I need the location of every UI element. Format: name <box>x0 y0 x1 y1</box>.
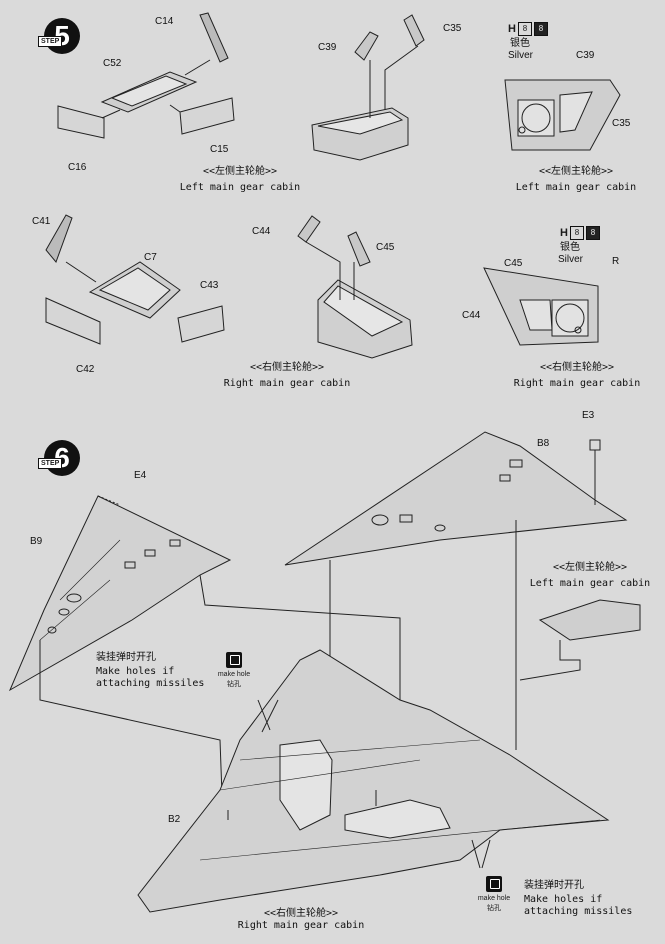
caption-right-cabin-en-2: Right main gear cabin <box>513 378 641 389</box>
part-label-e3: E3 <box>582 410 595 421</box>
paint-name-cn-left: 银色 <box>510 38 530 49</box>
part-label-b8: B8 <box>537 438 550 449</box>
side-indicator: R <box>612 256 620 267</box>
detail-part-label-c45: C45 <box>504 258 523 269</box>
part-label-b9: B9 <box>30 536 43 547</box>
paint-code-box: 8 <box>569 226 584 240</box>
paint-code-box: 8 <box>517 22 532 36</box>
part-label-c35: C35 <box>443 23 462 34</box>
left-cabin-exploded <box>57 12 235 139</box>
part-label-c41: C41 <box>32 216 51 227</box>
paint-letter: H <box>508 23 516 35</box>
caption-step6-left-cabin-en: Left main gear cabin <box>529 578 651 589</box>
part-label-c39: C39 <box>318 42 337 53</box>
left-cabin-box <box>311 14 425 161</box>
caption-left-cabin-en: Left main gear cabin <box>179 182 301 193</box>
part-label-c44: C44 <box>252 226 271 237</box>
left-cabin-detail <box>504 79 621 151</box>
paint-name-en-right: Silver <box>558 254 584 265</box>
part-label-c14: C14 <box>155 16 174 27</box>
make-hole-label-en-2: make hole <box>477 895 511 902</box>
step-5-badge: 5 STEP <box>38 16 80 56</box>
caption-step6-right-cabin-en: Right main gear cabin <box>237 920 365 931</box>
caption-right-cabin-cn: <<右侧主轮舱>> <box>249 362 325 373</box>
paint-code-box-dark: 8 <box>533 22 548 36</box>
caption-step6-left-cabin-cn: <<左侧主轮舱>> <box>552 562 628 573</box>
make-hole-label-cn-2: 钻孔 <box>487 905 501 912</box>
caption-right-cabin-cn-2: <<右侧主轮舱>> <box>539 362 615 373</box>
step-5-label: STEP <box>38 36 63 47</box>
right-cabin-detail <box>483 267 599 346</box>
make-hole-icon <box>226 652 242 668</box>
right-cabin-box <box>297 215 413 359</box>
paint-name-cn-right: 银色 <box>560 242 580 253</box>
make-hole-label-cn-1: 钻孔 <box>227 681 241 688</box>
caption-left-cabin-cn: <<左侧主轮舱>> <box>202 166 278 177</box>
part-label-b2: B2 <box>168 814 181 825</box>
part-label-c43: C43 <box>200 280 219 291</box>
wing-part-b9 <box>8 495 401 796</box>
part-label-c7: C7 <box>144 252 157 263</box>
part-label-c45: C45 <box>376 242 395 253</box>
step-6-badge: 6 STEP <box>38 438 80 478</box>
detail-part-label-c35: C35 <box>612 118 631 129</box>
paint-letter: H <box>560 227 568 239</box>
caption-step6-right-cabin-cn: <<右侧主轮舱>> <box>263 908 339 919</box>
caption-left-cabin-cn-2: <<左侧主轮舱>> <box>538 166 614 177</box>
holes-note-1-cn: 装挂弹时开孔 <box>96 652 156 663</box>
floating-gear-cabin <box>519 599 641 681</box>
make-hole-label-en-1: make hole <box>217 671 251 678</box>
caption-left-cabin-en-2: Left main gear cabin <box>515 182 637 193</box>
part-label-c15: C15 <box>210 144 229 155</box>
caption-right-cabin-en: Right main gear cabin <box>223 378 351 389</box>
paint-code-box-dark: 8 <box>585 226 600 240</box>
right-cabin-exploded <box>45 214 225 345</box>
paint-name-en-left: Silver <box>508 50 534 61</box>
detail-part-label-c39: C39 <box>576 50 595 61</box>
lower-fuselage-b2 <box>137 649 610 913</box>
holes-note-1-en-line1: Make holes if <box>96 666 175 677</box>
paint-callout-right: H 8 8 <box>560 226 600 240</box>
part-label-c42: C42 <box>76 364 95 375</box>
holes-note-2-en-line2: attaching missiles <box>524 906 633 917</box>
part-label-e4: E4 <box>134 470 147 481</box>
part-label-c52: C52 <box>103 58 122 69</box>
make-hole-icon <box>486 876 502 892</box>
holes-note-1-en-line2: attaching missiles <box>96 678 205 689</box>
detail-part-label-c44: C44 <box>462 310 481 321</box>
step-6-label: STEP <box>38 458 63 469</box>
paint-callout-left: H 8 8 <box>508 22 548 36</box>
holes-note-2-en-line1: Make holes if <box>524 894 603 905</box>
part-label-c16: C16 <box>68 162 87 173</box>
holes-note-2-cn: 装挂弹时开孔 <box>524 880 584 891</box>
